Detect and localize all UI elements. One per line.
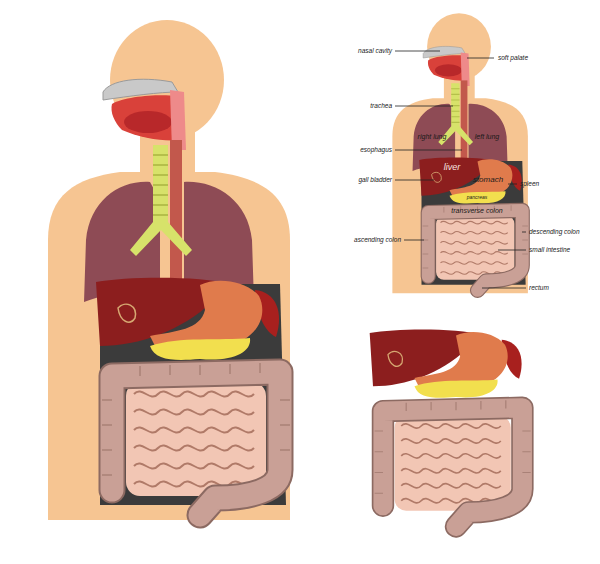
part-label: rectum bbox=[529, 284, 549, 291]
part-label: right lung bbox=[418, 133, 447, 141]
part-label: soft palate bbox=[498, 54, 528, 61]
part-label: liver bbox=[444, 163, 461, 173]
part-label: spleen bbox=[520, 180, 539, 187]
part-label: left lung bbox=[475, 133, 500, 141]
part-label: gall bladder bbox=[358, 176, 392, 183]
part-label: esophagus bbox=[360, 146, 392, 153]
leader-lines bbox=[395, 150, 462, 151]
part-label: stomach bbox=[473, 176, 503, 185]
organs-figure bbox=[370, 330, 531, 527]
leader-lines bbox=[404, 240, 424, 241]
large-figure bbox=[48, 20, 290, 520]
leader-lines bbox=[498, 250, 526, 251]
part-label: small intestine bbox=[529, 246, 570, 253]
part-label: nasal cavity bbox=[358, 47, 392, 54]
leader-lines bbox=[395, 51, 440, 52]
part-label: transverse colon bbox=[451, 207, 502, 215]
part-label: pancreas bbox=[467, 195, 488, 201]
part-label: trachea bbox=[370, 102, 392, 109]
leader-lines bbox=[508, 184, 517, 185]
leader-lines bbox=[395, 180, 434, 181]
part-label: descending colon bbox=[529, 228, 580, 235]
labelled-figure bbox=[392, 13, 528, 293]
leader-lines bbox=[482, 288, 526, 289]
part-label: ascending colon bbox=[354, 236, 401, 243]
leader-lines bbox=[522, 232, 526, 233]
leader-lines bbox=[395, 51, 526, 288]
leader-lines bbox=[395, 106, 453, 107]
leader-lines bbox=[467, 58, 494, 59]
